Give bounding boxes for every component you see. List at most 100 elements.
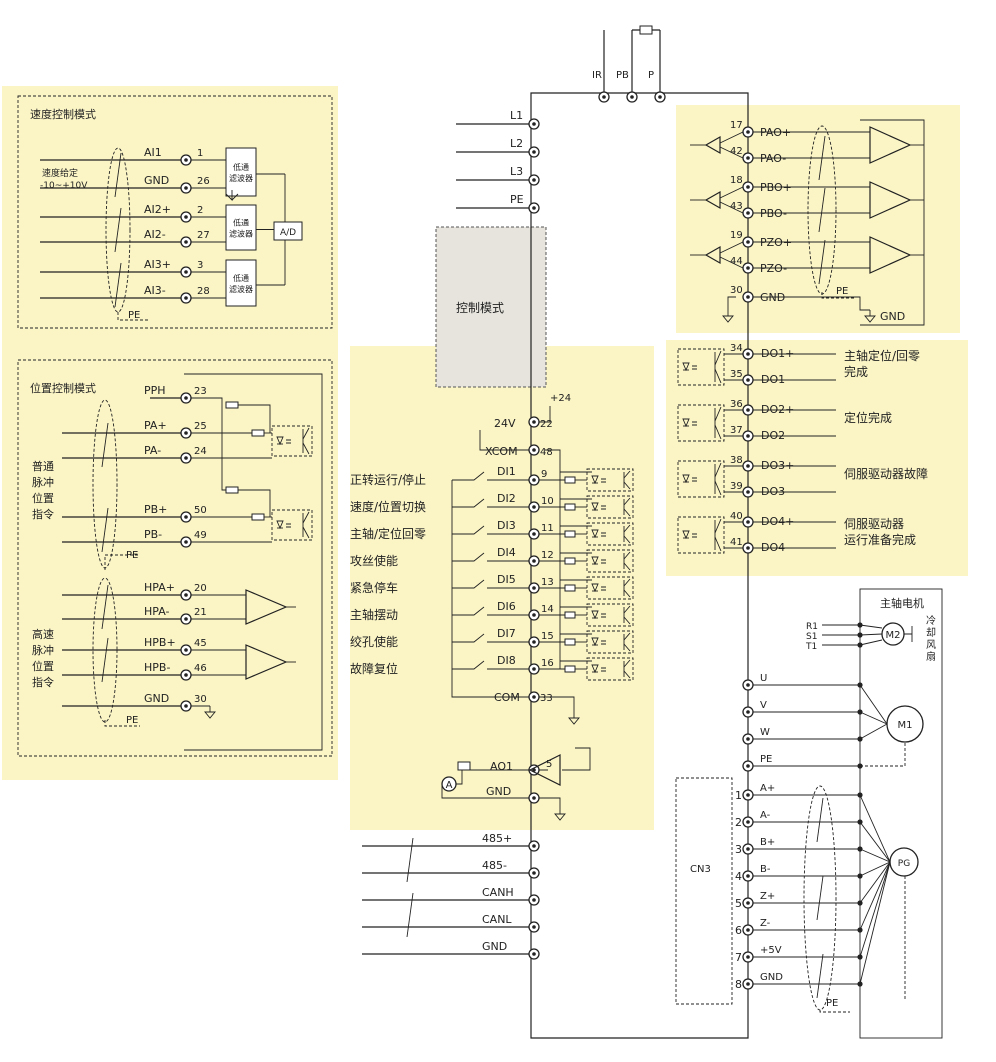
- power-input-label: L1: [510, 109, 523, 122]
- terminal-center: [532, 667, 536, 671]
- light-arrow: [601, 505, 606, 510]
- wire: [724, 465, 743, 493]
- terminal-center: [184, 540, 188, 544]
- terminal-center: [184, 158, 188, 162]
- di-switch: [452, 525, 529, 535]
- shield-mark: [114, 262, 122, 308]
- do-minus-label: DO1-: [761, 373, 789, 386]
- wire: [191, 594, 246, 620]
- terminal-center: [184, 431, 188, 435]
- cn3-pin: 5: [735, 897, 742, 910]
- position-signal-label: HPB+: [144, 636, 176, 649]
- optocoupler: [271, 425, 313, 457]
- wire: [859, 861, 891, 985]
- cn3-pin: 1: [735, 789, 742, 802]
- light-arrow: [692, 477, 697, 482]
- speed-signal-label: AI1: [144, 146, 162, 159]
- cn3-box: [675, 777, 733, 1005]
- terminal-center: [184, 396, 188, 400]
- cn3-signal-label: A+: [760, 783, 775, 794]
- cn3-pin: 8: [735, 978, 742, 991]
- setpoint-range: -10~+10V: [40, 181, 88, 191]
- terminal-center: [746, 820, 750, 824]
- motor-output-label: PE: [760, 754, 772, 765]
- optocoupler: [677, 348, 725, 386]
- power-input-label: L3: [510, 165, 523, 178]
- transistor: [623, 659, 631, 679]
- wire: [860, 119, 925, 326]
- encoder-drive-amp: [704, 245, 721, 265]
- speed-pin: 2: [197, 205, 203, 216]
- terminal-center: [532, 613, 536, 617]
- speed-signal-label: GND: [144, 174, 169, 187]
- cn3-signal-label: Z+: [760, 891, 775, 902]
- led-icon: [682, 362, 690, 372]
- speed-mode-box: [17, 95, 333, 329]
- transistor: [714, 350, 722, 384]
- cn3-pin: 6: [735, 924, 742, 937]
- led-icon: [276, 520, 284, 530]
- led-icon: [276, 436, 284, 446]
- do-pin: 35: [730, 369, 743, 380]
- position-pin: 24: [194, 446, 207, 457]
- position-signal-label: PPH: [144, 384, 166, 397]
- optocoupler: [677, 460, 725, 498]
- cn3-signal-label: A-: [760, 810, 771, 821]
- di-name: DI5: [497, 573, 516, 586]
- terminal-center: [746, 490, 750, 494]
- do-zone: [666, 340, 968, 576]
- position-signal-label: PA+: [144, 419, 167, 432]
- main-motor-label: M1: [898, 720, 913, 731]
- wire: [859, 861, 891, 904]
- terminal-center: [532, 640, 536, 644]
- terminal-center: [746, 295, 750, 299]
- optocoupler: [586, 603, 634, 627]
- filter-label-1: 低通: [233, 218, 249, 228]
- optocoupler: [586, 468, 634, 492]
- encoder-pe: PE: [826, 998, 838, 1009]
- di-pin: 10: [541, 496, 554, 507]
- position-pin: 21: [194, 607, 207, 618]
- do-plus-label: DO2+: [761, 403, 794, 416]
- wire: [859, 723, 888, 740]
- encoder-out-label: PZO-: [760, 262, 787, 275]
- ground-icon: [204, 711, 216, 719]
- light-arrow: [692, 421, 697, 426]
- terminal-center: [184, 673, 188, 677]
- comm-label: 485-: [482, 859, 507, 872]
- pulse-cmd-label: 指令: [32, 507, 54, 521]
- fan-motor-label: M2: [886, 630, 901, 641]
- wire: [539, 696, 575, 712]
- ao-resistor: [457, 761, 471, 771]
- optocoupler: [586, 522, 634, 546]
- setpoint-label: 速度给定: [42, 167, 78, 179]
- shield-mark: [101, 637, 109, 683]
- resistor: [564, 530, 576, 538]
- wire: [859, 861, 891, 931]
- encoder-out-pin: 30: [730, 285, 743, 296]
- pulse-cmd-label: 普通: [32, 459, 54, 473]
- terminal-center: [746, 683, 750, 687]
- position-pin: 30: [194, 694, 207, 705]
- encoder-out-label: PAO+: [760, 126, 791, 139]
- di-switch: [452, 579, 529, 589]
- terminal-center: [532, 420, 536, 424]
- encoder-out-pin: 42: [730, 146, 743, 157]
- shield-mark: [818, 135, 826, 181]
- cn3-pin: 2: [735, 816, 742, 829]
- wire: [860, 742, 906, 767]
- transistor: [714, 518, 722, 552]
- hs-pulse-cmd-label: 脉冲: [32, 643, 54, 657]
- adc-box: [273, 221, 303, 241]
- position-pin: 20: [194, 583, 207, 594]
- speed-mode-title: 速度控制模式: [30, 107, 96, 121]
- wire: [859, 711, 888, 725]
- light-arrow: [601, 640, 606, 645]
- terminal-center: [532, 532, 536, 536]
- transistor: [623, 605, 631, 625]
- do-pin: 37: [730, 425, 743, 436]
- resistor: [564, 584, 576, 592]
- transistor: [714, 462, 722, 496]
- encoder-out-pin: 18: [730, 175, 743, 186]
- do-minus-label: DO3-: [761, 485, 789, 498]
